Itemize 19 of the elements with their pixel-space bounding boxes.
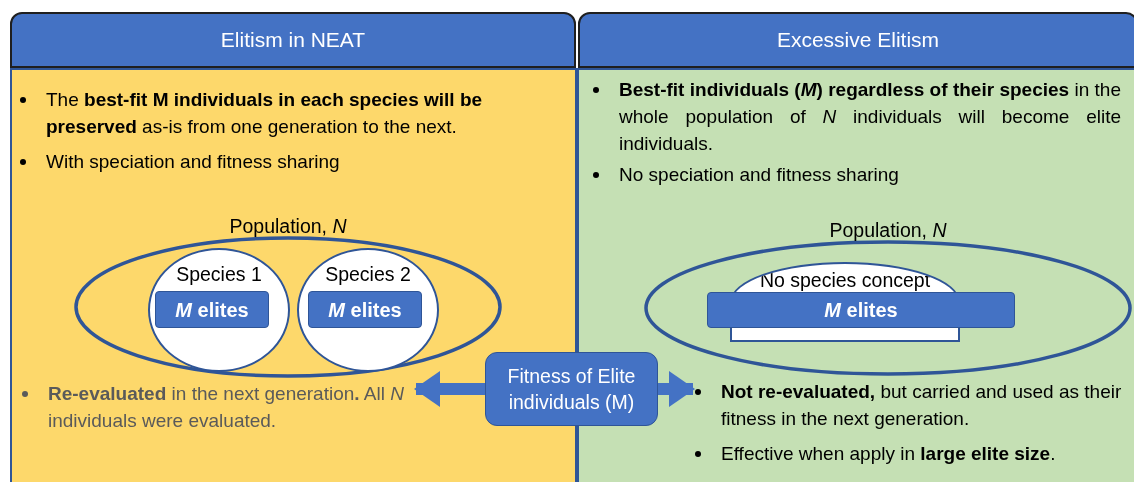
elites-bar: M elites (707, 292, 1015, 328)
bullet-text: With speciation and fitness sharing (46, 150, 340, 174)
bullet-text: Best-fit individuals (M) regardless of their species in the whole population of N individuals will become elite individuals. (619, 78, 1121, 156)
double-arrow (414, 371, 485, 407)
population-label: Population, N (829, 219, 947, 241)
double-arrow (658, 371, 695, 407)
elites-bar: M elites (155, 291, 269, 328)
bullet-text: Not re-evaluated, but carried and used as their fitness in the next generation. (721, 380, 1123, 431)
bullet-text: No speciation and fitness sharing (619, 163, 899, 187)
header-tab: Elitism in NEAT (10, 12, 576, 68)
callout-box: Fitness of Elite individuals (M) (485, 352, 658, 426)
species-circle: Species 1 M elites (148, 248, 290, 372)
header-tab: Excessive Elitism (578, 12, 1134, 68)
species-circle: Species 2 M elites (297, 248, 439, 372)
population-label: Population, N (229, 215, 347, 237)
bullet-text: The best-fit M individuals in each species will be preserved as-is from one generation to the next. (46, 88, 484, 139)
bullet-text: Effective when apply in large elite size. (721, 442, 1056, 466)
bullet-text: Re-evaluated in the next generation. All N individuals were evaluated. (48, 382, 405, 433)
elites-bar: M elites (308, 291, 422, 328)
